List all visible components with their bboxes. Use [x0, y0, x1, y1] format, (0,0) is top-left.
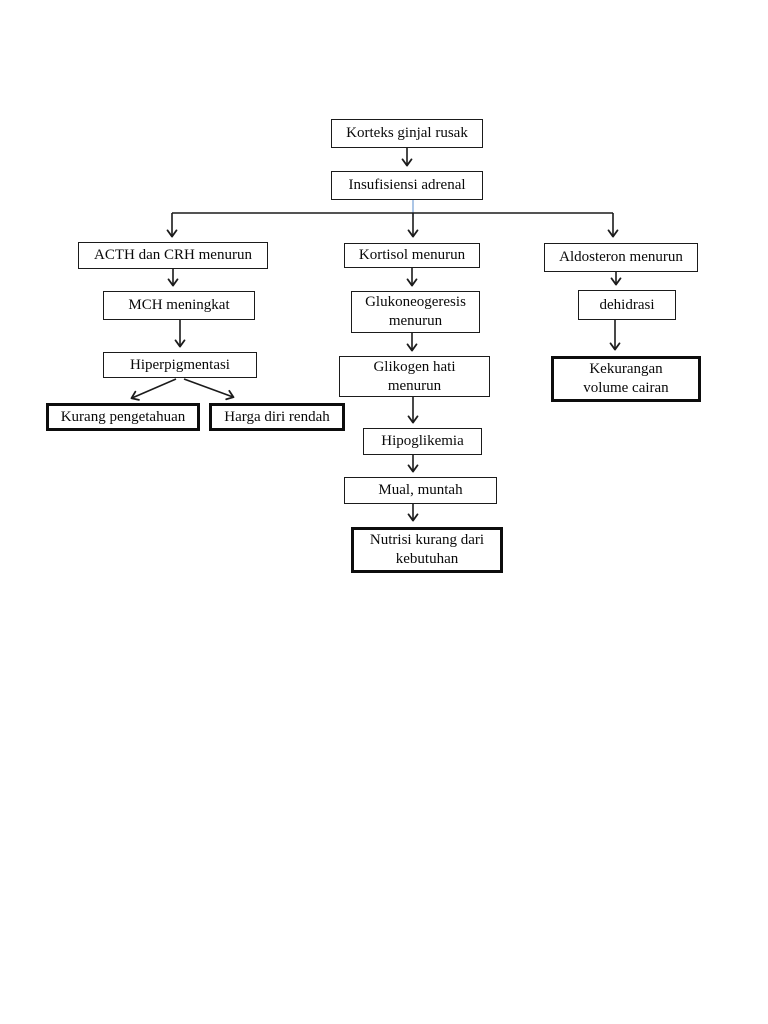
node-label: Mual, muntah — [378, 482, 463, 498]
node-hiperpigmentasi: Hiperpigmentasi — [103, 352, 257, 378]
node-label: Kekurangan volume cairan — [583, 361, 669, 396]
node-label: Nutrisi kurang dari kebutuhan — [369, 532, 485, 567]
node-dehidrasi: dehidrasi — [578, 290, 676, 320]
node-label: Kurang pengetahuan — [60, 408, 186, 425]
node-acth-dan-crh-menurun: ACTH dan CRH menurun — [78, 242, 268, 269]
node-aldosteron-menurun: Aldosteron menurun — [544, 243, 698, 272]
node-label: Kortisol menurun — [358, 247, 466, 263]
node-label: Insufisiensi adrenal — [348, 177, 466, 193]
edge-hiperpigmentasi-kurang — [130, 378, 177, 401]
node-kortisol-menurun: Kortisol menurun — [344, 243, 480, 268]
node-label: MCH meningkat — [128, 297, 230, 313]
node-harga-diri-rendah: Harga diri rendah — [209, 403, 345, 431]
node-glikogen-hati-menurun: Glikogen hati menurun — [339, 356, 490, 397]
node-label: Glukoneogeresis menurun — [365, 294, 466, 329]
node-label: ACTH dan CRH menurun — [94, 247, 252, 263]
node-label: Glikogen hati menurun — [373, 358, 456, 394]
node-mch-meningkat: MCH meningkat — [103, 291, 255, 320]
node-glukoneogeresis-menurun: Glukoneogeresis menurun — [351, 291, 480, 333]
node-kurang-pengetahuan: Kurang pengetahuan — [46, 403, 200, 431]
node-korteks-ginjal-rusak: Korteks ginjal rusak — [331, 119, 483, 148]
node-mual-muntah: Mual, muntah — [344, 477, 497, 504]
node-hipoglikemia: Hipoglikemia — [363, 428, 482, 455]
node-label: Hipoglikemia — [381, 433, 464, 449]
node-label: Hiperpigmentasi — [130, 356, 230, 373]
node-nutrisi-kurang-dari-kebutuhan: Nutrisi kurang dari kebutuhan — [351, 527, 503, 573]
node-label: Aldosteron menurun — [559, 249, 683, 265]
node-label: Harga diri rendah — [224, 408, 330, 425]
node-insufisiensi-adrenal: Insufisiensi adrenal — [331, 171, 483, 200]
node-label: dehidrasi — [599, 296, 655, 313]
edge-hiperpigmentasi-harga — [183, 378, 235, 401]
node-label: Korteks ginjal rusak — [346, 125, 468, 141]
node-kekurangan-volume-cairan: Kekurangan volume cairan — [551, 356, 701, 402]
